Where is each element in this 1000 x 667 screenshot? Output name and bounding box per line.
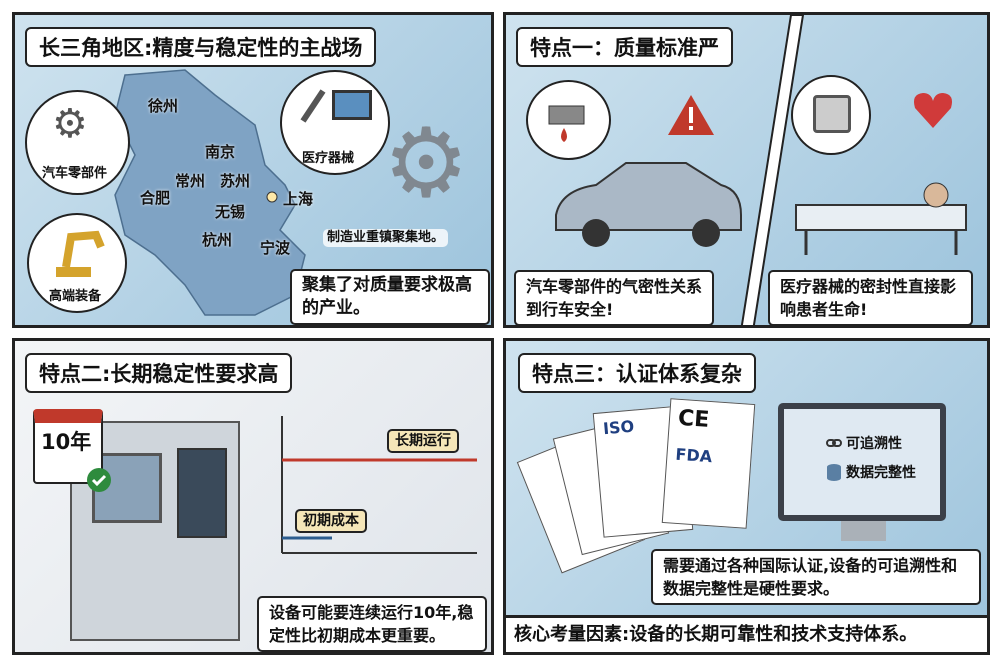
seal-device-icon (813, 95, 851, 133)
panel-divider (740, 15, 805, 325)
bubble-medical: 医疗器械 (280, 70, 390, 175)
monitor-stand (841, 521, 886, 541)
panel-caption: 设备可能要连续运行10年,稳定性比初期成本更重要。 (257, 596, 487, 652)
city-label: 宁波 (260, 239, 291, 257)
control-panel (177, 448, 227, 538)
engine-icon: ⚙ (52, 101, 88, 147)
car-icon (555, 162, 742, 247)
footer-bar: 核心考量因素:设备的长期可靠性和技术支持体系。 (506, 615, 987, 652)
bubble-leak (526, 80, 611, 160)
panel-title: 特点二:长期稳定性要求高 (25, 353, 293, 393)
warning-icon (668, 95, 714, 135)
link-icon (826, 439, 842, 447)
city-label: 常州 (175, 172, 206, 190)
hospital-bed-icon (795, 182, 967, 255)
panel-yangtze-delta: 长三角地区:精度与稳定性的主战场 徐州 南京 常州 苏州 合肥 无锡 上海 杭州… (12, 12, 494, 328)
panel-certification: 特点三：认证体系复杂 ISO CE FDA 可追溯性 数据完整性 需要通过各种国… (503, 338, 990, 655)
bubble-seal (791, 75, 871, 155)
panel-title: 特点三：认证体系复杂 (518, 353, 756, 393)
calendar-years: 10年 (41, 430, 92, 454)
database-icon (827, 464, 841, 481)
valve-drop-icon (548, 105, 585, 142)
left-caption: 汽车零部件的气密性关系到行车安全! (514, 270, 714, 325)
city-label: 杭州 (202, 231, 233, 249)
bubble-equipment: 高端装备 (27, 213, 127, 313)
calendar: 10年 (33, 409, 111, 492)
panel-caption: 需要通过各种国际认证,设备的可追溯性和数据完整性是硬性要求。 (651, 549, 981, 605)
certificates: ISO CE FDA (516, 398, 766, 574)
city-label: 南京 (205, 143, 236, 161)
check-icon (87, 468, 111, 492)
right-caption: 医疗器械的密封性直接影响患者生命! (768, 270, 973, 325)
city-label: 无锡 (215, 203, 246, 221)
label-initial-cost: 初期成本 (295, 509, 367, 533)
screen-item-data-integrity: 数据完整性 (846, 465, 916, 481)
computer-monitor: 可追溯性 数据完整性 (778, 403, 946, 521)
monitor-icon (332, 90, 372, 120)
screen-item-traceability: 可追溯性 (846, 436, 902, 452)
fda-logo: FDA (674, 444, 713, 467)
panel-title: 长三角地区:精度与稳定性的主战场 (25, 27, 377, 67)
panel-long-term-stability: 特点二:长期稳定性要求高 10年 长期运行 初期成本 设备可能要连续运行10年,… (12, 338, 494, 655)
city-label: 上海 (283, 190, 314, 208)
heart-monitor-icon (914, 93, 952, 128)
panel-caption: 聚集了对质量要求极高的产业。 (290, 269, 490, 325)
gear-icon: ⚙ (383, 107, 470, 219)
city-label: 苏州 (220, 172, 251, 190)
ce-logo: CE (677, 405, 711, 433)
cost-schematic (281, 416, 477, 554)
panel-quality-standard: 特点一：质量标准严 汽车零部件的气密性关系到行车安全! 医疗器械的密封性直接影响… (503, 12, 990, 328)
city-label: 合肥 (140, 189, 171, 207)
iso-logo: ISO (602, 416, 635, 439)
label-long-term: 长期运行 (387, 429, 459, 453)
syringe-icon (300, 89, 326, 123)
city-label: 徐州 (148, 97, 179, 115)
robot-arm-icon (56, 230, 105, 277)
bubble-auto-parts: ⚙ 汽车零部件 (25, 90, 130, 195)
panel-title: 特点一：质量标准严 (516, 27, 733, 67)
gear-caption: 制造业重镇聚集地。 (323, 229, 449, 247)
